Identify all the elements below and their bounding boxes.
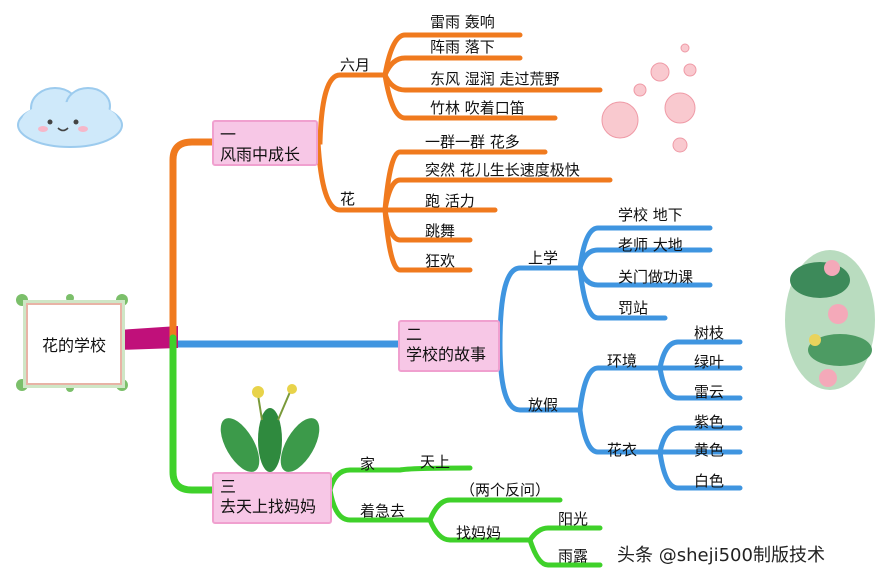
leaf-school-4: 罚站 [618, 299, 649, 317]
leaf-june-3: 东风 湿润 走过荒野 [430, 70, 560, 88]
leaf-flower-1: 一群一群 花多 [425, 133, 520, 151]
sub-holiday: 放假 [528, 396, 559, 414]
plant-illustration [220, 384, 320, 472]
trunk-orange [169, 138, 216, 342]
branch-2-number: 二 [406, 325, 423, 344]
cloud-icon [17, 87, 123, 148]
branch-1-node: 一 风雨中成长 [212, 120, 318, 166]
leaf-sky: 天上 [420, 453, 451, 471]
leaf-clothes-3: 白色 [694, 472, 725, 490]
leaf-june-1: 雷雨 轰响 [430, 13, 495, 31]
sub-school: 上学 [528, 249, 559, 267]
branch-1-connectors [315, 32, 613, 273]
leaf-clothes-2: 黄色 [694, 441, 725, 459]
sub-flower-clothes: 花衣 [607, 441, 638, 459]
sub-find-mom: 找妈妈 [456, 524, 502, 542]
leaf-dew: 雨露 [558, 547, 589, 565]
sub-environment: 环境 [607, 352, 638, 370]
leaf-flower-3: 跑 活力 [425, 192, 475, 210]
sub-home: 家 [360, 455, 376, 473]
leaf-clothes-1: 紫色 [694, 413, 725, 431]
lotus-illustration [785, 250, 875, 390]
leaf-flower-5: 狂欢 [425, 252, 456, 270]
leaf-school-3: 关门做功课 [618, 268, 694, 286]
leaf-sunshine: 阳光 [558, 510, 589, 528]
leaf-questions: （两个反问） [460, 481, 551, 499]
blossom-icon [601, 43, 697, 153]
branch-3-number: 三 [220, 477, 237, 496]
branch-1-number: 一 [220, 125, 237, 144]
sub-june: 六月 [340, 56, 371, 74]
leaf-june-4: 竹林 吹着口笛 [430, 99, 525, 117]
watermark: 头条 @sheji500制版技术 [617, 545, 825, 566]
branch-2-title: 学校的故事 [406, 345, 487, 364]
sub-hurry: 着急去 [360, 502, 406, 520]
branch-2-node: 二 学校的故事 [398, 320, 500, 372]
branch-1-title: 风雨中成长 [220, 145, 301, 164]
leaf-env-2: 绿叶 [694, 353, 725, 371]
root-frame-foliage [16, 294, 128, 392]
leaf-env-3: 雷云 [694, 383, 725, 401]
root-connector [118, 326, 178, 350]
sub-flower: 花 [340, 190, 356, 208]
branch-3-connectors [327, 465, 603, 568]
leaf-june-2: 阵雨 落下 [430, 38, 495, 56]
leaf-env-1: 树枝 [694, 324, 725, 342]
leaf-school-2: 老师 大地 [618, 236, 683, 254]
leaf-flower-4: 跳舞 [425, 222, 456, 240]
root-node: 花的学校 [26, 303, 122, 385]
leaf-school-1: 学校 地下 [618, 206, 683, 224]
branch-2-connectors [497, 225, 743, 491]
branch-3-title: 去天上找妈妈 [220, 497, 317, 516]
trunk-green [169, 334, 216, 494]
leaf-flower-2: 突然 花儿生长速度极快 [425, 161, 580, 179]
branch-3-node: 三 去天上找妈妈 [212, 472, 332, 524]
